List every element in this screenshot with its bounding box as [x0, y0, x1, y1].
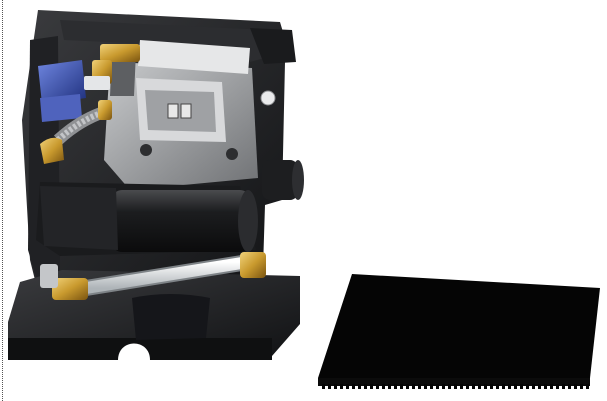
- pad-tooth: [484, 384, 487, 389]
- pad-tooth: [556, 384, 559, 389]
- pad-tooth: [580, 384, 583, 389]
- left-dotted-border: [2, 0, 4, 401]
- pad-tooth: [328, 384, 331, 389]
- pad-tooth: [568, 384, 571, 389]
- side-port: [260, 90, 304, 200]
- pad-tooth: [352, 384, 355, 389]
- pad-tooth: [418, 384, 421, 389]
- pump-cylinder: [36, 182, 258, 256]
- black-pad: [318, 274, 600, 389]
- pad-tooth: [466, 384, 469, 389]
- pad-tooth: [490, 384, 493, 389]
- pad-tooth: [574, 384, 577, 389]
- pad-tooth: [436, 384, 439, 389]
- pad-tooth: [532, 384, 535, 389]
- pad-tooth: [496, 384, 499, 389]
- pad-tooth: [460, 384, 463, 389]
- pad-tooth: [478, 384, 481, 389]
- pad-tooth: [586, 384, 589, 389]
- pad-tooth: [388, 384, 391, 389]
- pad-tooth: [550, 384, 553, 389]
- pad-tooth: [364, 384, 367, 389]
- pad-tooth: [340, 384, 343, 389]
- braided-hose: [40, 100, 112, 164]
- pad-tooth: [394, 384, 397, 389]
- pad-tooth: [406, 384, 409, 389]
- pad-tooth: [382, 384, 385, 389]
- valve-block: [104, 40, 258, 190]
- pad-tooth: [334, 384, 337, 389]
- brass-fitting-top: [84, 44, 140, 90]
- pad-tooth: [454, 384, 457, 389]
- pad-teeth: [322, 384, 589, 389]
- pad-tooth: [448, 384, 451, 389]
- blue-block: [38, 60, 86, 122]
- pad-tooth: [514, 384, 517, 389]
- pad-tooth: [370, 384, 373, 389]
- pad-tooth: [442, 384, 445, 389]
- pad-tooth: [520, 384, 523, 389]
- pad-tooth: [424, 384, 427, 389]
- pad-tooth: [358, 384, 361, 389]
- pad-tooth: [322, 384, 325, 389]
- pad-tooth: [400, 384, 403, 389]
- pad-tooth: [526, 384, 529, 389]
- pad-tooth: [346, 384, 349, 389]
- pad-tooth: [502, 384, 505, 389]
- pad-tooth: [472, 384, 475, 389]
- pad-tooth: [544, 384, 547, 389]
- pad-tooth: [430, 384, 433, 389]
- pad-tooth: [376, 384, 379, 389]
- pad-tooth: [412, 384, 415, 389]
- pad-tooth: [508, 384, 511, 389]
- pad-tooth: [562, 384, 565, 389]
- pad-tooth: [538, 384, 541, 389]
- white-hose: [40, 252, 266, 300]
